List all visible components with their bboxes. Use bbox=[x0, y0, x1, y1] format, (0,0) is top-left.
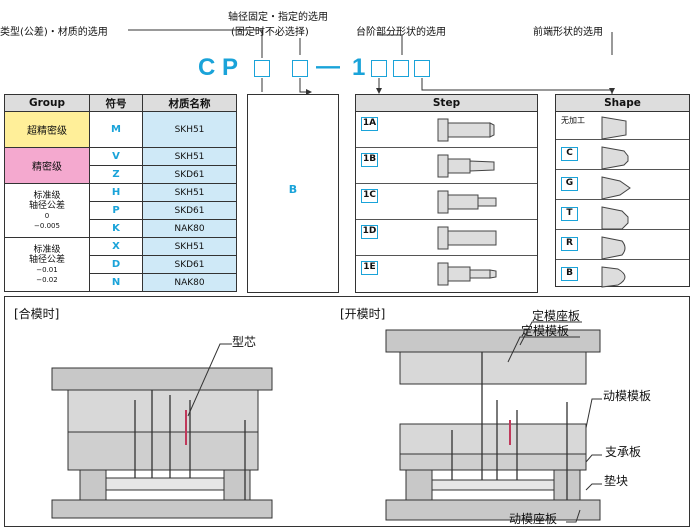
group-line: 轴径公差 bbox=[28, 254, 65, 265]
moving-clamp-plate-label: 动模座板 bbox=[509, 512, 558, 526]
step-option-1a[interactable]: 1A bbox=[361, 117, 378, 131]
group-line: −0.01 bbox=[36, 265, 58, 274]
diameter-label-2: (固定时不必选择) bbox=[231, 27, 309, 38]
divider bbox=[556, 259, 689, 260]
step-option-1c[interactable]: 1C bbox=[361, 189, 378, 203]
step-select-label: 台阶部分形状的选用 bbox=[356, 27, 446, 38]
b-panel: B bbox=[247, 94, 339, 293]
fixed-mold-plate-label: 定模模板 bbox=[521, 324, 570, 338]
moving-mold-plate-label: 动模模板 bbox=[603, 389, 652, 403]
tip-shape-label: 前端形状的选用 bbox=[533, 27, 603, 38]
material-cell: SKD61 bbox=[142, 255, 237, 274]
group-line: −0.02 bbox=[36, 275, 58, 284]
material-cell: SKD61 bbox=[142, 165, 237, 184]
step-option-1d[interactable]: 1D bbox=[361, 225, 378, 239]
tip-shape-drawings bbox=[601, 116, 631, 288]
core-label: 型芯 bbox=[232, 335, 257, 349]
shape-panel: Shape 无加工 C G T R B bbox=[555, 94, 690, 288]
step-pin-drawings bbox=[437, 118, 497, 286]
group-line: 轴径公差 bbox=[28, 200, 65, 211]
shape-option-c[interactable]: C bbox=[561, 147, 578, 161]
closed-mold-title: [合模时] bbox=[14, 307, 60, 321]
divider bbox=[556, 229, 689, 230]
step-option-1e[interactable]: 1E bbox=[361, 261, 378, 275]
divider bbox=[356, 147, 537, 148]
mold-drawing-frame bbox=[4, 296, 690, 527]
material-table: Group 符号 材质名称 超精密级 M SKH51 精密级 V SKH51 Z… bbox=[4, 94, 237, 292]
type-material-label: 类型(公差)・材质的选用 bbox=[0, 27, 108, 38]
shape-option-b[interactable]: B bbox=[561, 267, 578, 281]
group-precision: 精密级 bbox=[4, 147, 90, 184]
code-box-type bbox=[254, 60, 270, 77]
fixed-clamp-plate-label: 定模座板 bbox=[532, 309, 581, 323]
support-plate-label: 支承板 bbox=[605, 445, 642, 459]
code-box-diameter bbox=[292, 60, 308, 77]
shape-option-r[interactable]: R bbox=[561, 237, 578, 251]
step-option-1b[interactable]: 1B bbox=[361, 153, 378, 167]
shape-option-t[interactable]: T bbox=[561, 207, 578, 221]
shape-option-g[interactable]: G bbox=[561, 177, 578, 191]
step-panel-title: Step bbox=[356, 95, 537, 112]
group-standard-1: 标准级 轴径公差 0 −0.005 bbox=[4, 183, 90, 238]
core-leader bbox=[187, 343, 232, 417]
group-line: 标准级 bbox=[33, 190, 61, 201]
open-mold-title: [开模时] bbox=[340, 307, 386, 321]
divider bbox=[356, 219, 537, 220]
closed-mold-illustration bbox=[51, 367, 273, 519]
code-one: 1 bbox=[352, 54, 366, 81]
col-header-material: 材质名称 bbox=[142, 94, 237, 112]
code-box-step bbox=[371, 60, 387, 77]
material-cell: NAK80 bbox=[142, 219, 237, 238]
divider bbox=[556, 139, 689, 140]
code-dash: — bbox=[316, 53, 340, 80]
divider bbox=[356, 255, 537, 256]
shape-option-none[interactable]: 无加工 bbox=[561, 116, 585, 125]
step-panel: Step 1A 1B 1C 1D 1E bbox=[355, 94, 538, 293]
material-cell: SKH51 bbox=[142, 183, 237, 202]
divider bbox=[556, 199, 689, 200]
diameter-label-1: 轴径固定・指定的选用 bbox=[228, 12, 328, 23]
group-line: −0.005 bbox=[34, 221, 60, 230]
material-cell: SKH51 bbox=[142, 147, 237, 166]
group-ultra-precision: 超精密级 bbox=[4, 111, 90, 148]
group-line: 0 bbox=[44, 211, 50, 220]
code-box-tip bbox=[414, 60, 430, 77]
group-line: 标准级 bbox=[33, 244, 61, 255]
code-prefix: C P bbox=[198, 54, 239, 81]
spacer-block-label: 垫块 bbox=[604, 474, 629, 488]
open-mold-illustration bbox=[385, 329, 601, 521]
col-header-group: Group bbox=[4, 94, 90, 112]
shape-panel-title: Shape bbox=[556, 95, 689, 112]
header-leader-lines bbox=[128, 29, 615, 95]
divider bbox=[356, 183, 537, 184]
b-panel-label: B bbox=[288, 183, 298, 196]
code-box-step2 bbox=[393, 60, 409, 77]
material-cell: NAK80 bbox=[142, 273, 237, 292]
divider bbox=[556, 169, 689, 170]
